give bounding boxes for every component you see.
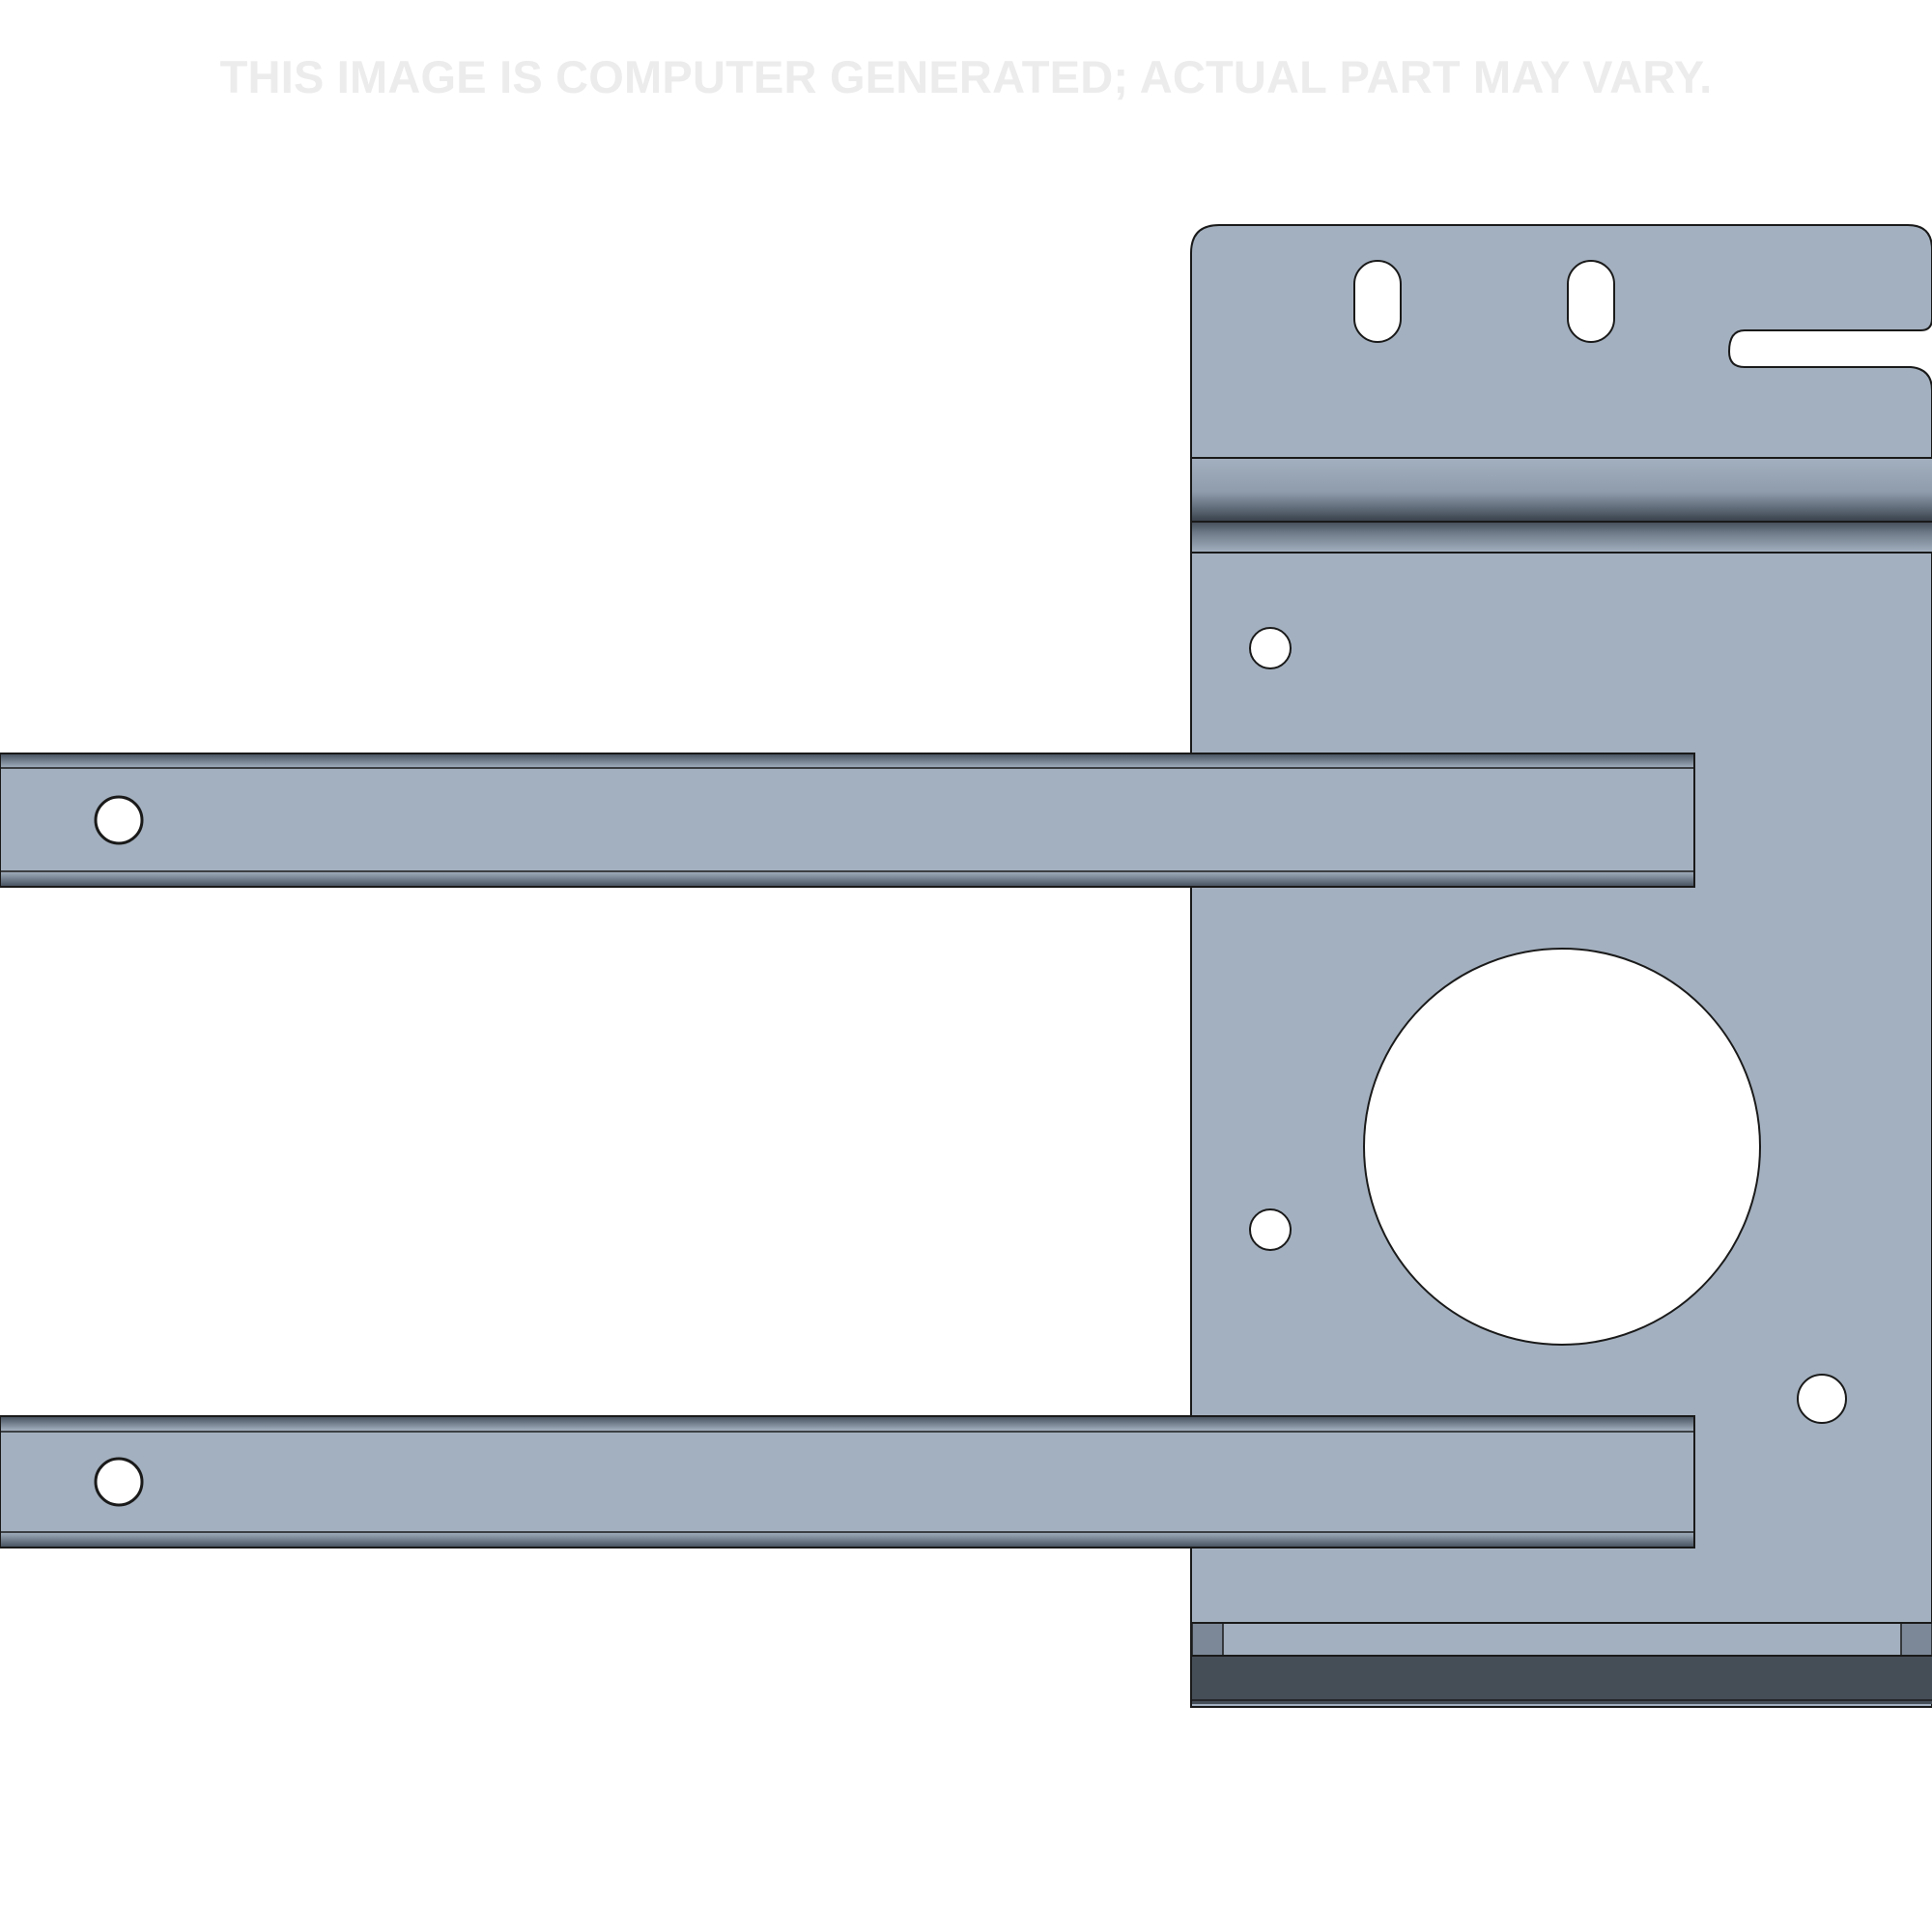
upper-bend-band <box>1192 458 1932 520</box>
mounting-hole-right <box>1797 1374 1847 1424</box>
disclaimer-text: THIS IMAGE IS COMPUTER GENERATED; ACTUAL… <box>219 51 1713 102</box>
mounting-hole-upper <box>1249 627 1292 669</box>
slot-hole-right <box>1567 260 1615 343</box>
rail-hole-upper <box>94 795 144 845</box>
support-rail-lower <box>0 1415 1695 1548</box>
upper-bend-band-lower <box>1192 520 1932 553</box>
mounting-hole-lower <box>1249 1208 1292 1251</box>
slot-hole-left <box>1353 260 1402 343</box>
large-center-hole <box>1363 948 1761 1346</box>
bracket-plate <box>1190 224 1932 1708</box>
rail-hole-lower <box>94 1457 144 1507</box>
bottom-flange <box>1191 1622 1932 1704</box>
support-rail-upper <box>0 753 1695 888</box>
